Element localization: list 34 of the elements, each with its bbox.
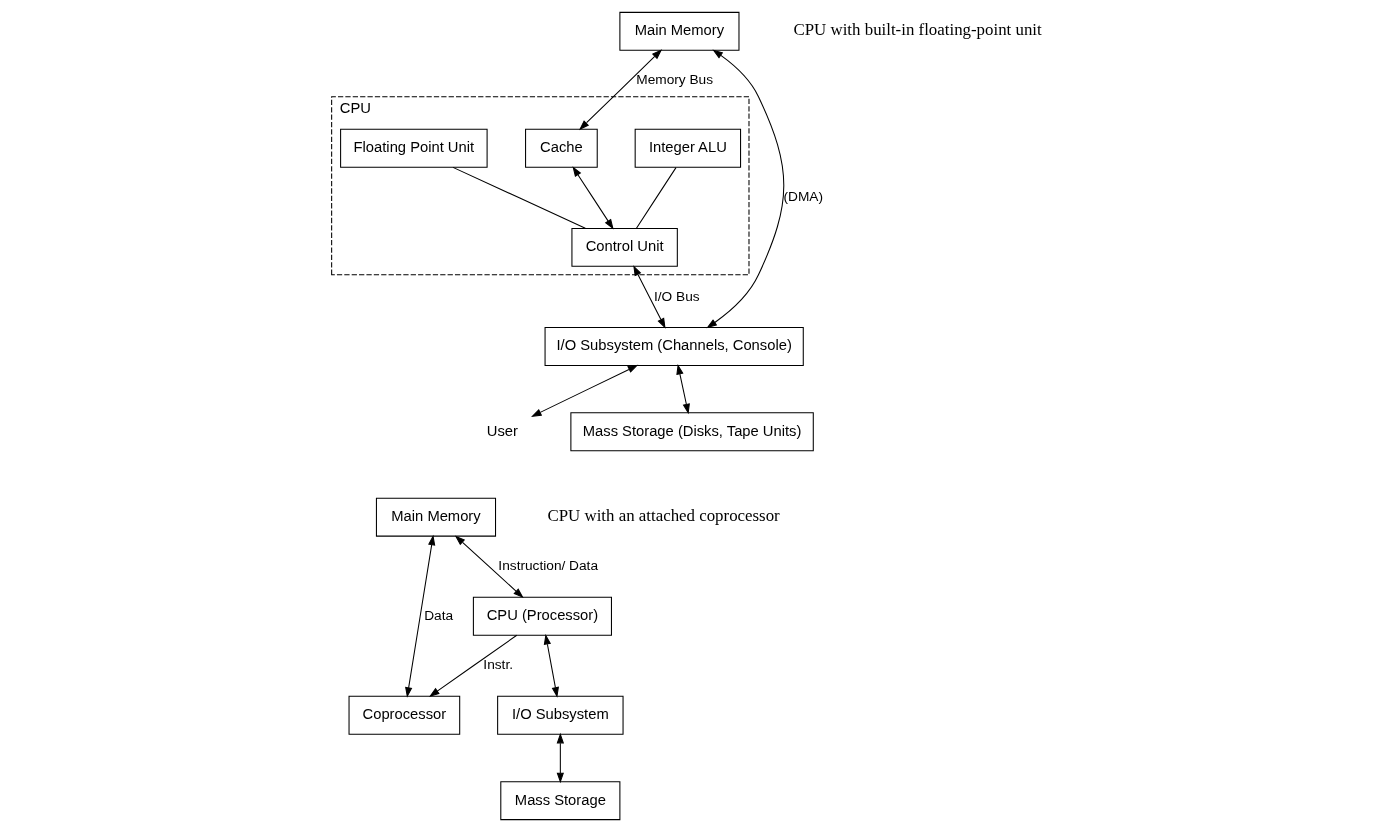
- label: CPU with built-in floating-point unit: [793, 20, 1042, 40]
- edge-label: Memory Bus: [635, 72, 713, 88]
- arrow: [578, 49, 662, 131]
- label: CPU with an attached coprocessor: [547, 506, 780, 526]
- edge-label: Instr.: [482, 657, 513, 673]
- node-box: Main Memory: [375, 497, 496, 537]
- node-text: User: [486, 422, 518, 439]
- edge-label: I/O Bus: [653, 288, 700, 304]
- node-box: Floating Point Unit: [339, 128, 488, 168]
- arrow: [404, 534, 435, 698]
- arrow: [530, 364, 638, 417]
- arrow: [428, 634, 517, 697]
- node-box: I/O Subsystem: [496, 695, 624, 735]
- edge-label: (DMA): [782, 189, 823, 205]
- arrow: [543, 633, 559, 698]
- arrow: [632, 265, 666, 329]
- node-box: Mass Storage (Disks, Tape Units): [569, 412, 814, 452]
- arrow: [556, 732, 564, 784]
- node-box: CPU (Processor): [472, 596, 612, 636]
- connector: [451, 166, 586, 229]
- edge-label: Instruction/ Data: [497, 558, 598, 574]
- arrow: [675, 364, 690, 415]
- node-box: Integer ALU: [634, 128, 741, 168]
- node-box: I/O Subsystem (Channels, Console): [544, 326, 804, 366]
- arrow: [571, 166, 614, 230]
- node-box: Coprocessor: [348, 695, 460, 735]
- node-box: Cache: [524, 128, 598, 168]
- node-box: Control Unit: [570, 227, 678, 267]
- arrow: [454, 535, 524, 599]
- arrow: [705, 49, 784, 329]
- edge-label: Data: [423, 607, 453, 623]
- connector: [635, 167, 676, 229]
- node-box: Main Memory: [618, 11, 739, 51]
- node-box: Mass Storage: [499, 781, 620, 821]
